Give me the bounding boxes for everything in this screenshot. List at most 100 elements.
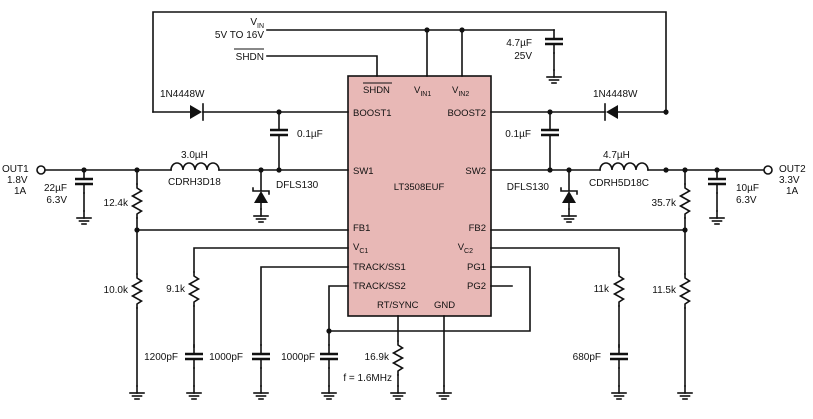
- ground-icon: [76, 210, 92, 225]
- pin-vc1: VC1: [353, 242, 368, 255]
- pin-track-ss1: TRACK/SS1: [353, 262, 406, 273]
- ground-icon: [186, 385, 202, 400]
- pin-gnd: GND: [434, 300, 455, 311]
- resistor-rc-right: [613, 271, 625, 307]
- pin-pg2: PG2: [467, 281, 486, 292]
- pin-sw2: SW2: [465, 166, 486, 177]
- diode-right-icon: [606, 105, 618, 119]
- ground-icon: [253, 208, 269, 223]
- r-left-top-value: 12.4k: [104, 198, 129, 209]
- vin-node-dot: [459, 27, 465, 33]
- inductor-right-icon: [599, 162, 649, 171]
- cout-left-value: 22µF: [44, 183, 67, 194]
- pin-boost2: BOOST2: [447, 108, 486, 119]
- node-dot: [547, 167, 553, 173]
- out1-voltage: 1.8V: [7, 175, 28, 186]
- out1-terminal: [36, 165, 46, 175]
- cc-left-capacitor: [183, 343, 205, 370]
- cout-left-capacitor: [73, 168, 95, 195]
- schottky-right-icon: [562, 191, 576, 203]
- r-right-top-value: 35.7k: [652, 198, 677, 209]
- vc2-wire: [490, 247, 620, 273]
- schottky-right-label: DFLS130: [507, 182, 550, 193]
- rt-value: 16.9k: [365, 352, 390, 363]
- inductor-right-part: CDRH5D18C: [589, 178, 649, 189]
- out1-name: OUT1: [2, 164, 29, 175]
- pin-track-ss2: TRACK/SS2: [353, 281, 406, 292]
- cboost-right-value: 0.1µF: [505, 129, 531, 140]
- ic-part-number: LT3508EUF: [394, 182, 445, 193]
- cc-right-value: 680pF: [573, 352, 601, 363]
- resistor-left-bottom: [131, 273, 143, 309]
- shdn-wire: [266, 55, 378, 77]
- pin-boost1: BOOST1: [353, 108, 392, 119]
- resistor-rc-left: [188, 271, 200, 307]
- track-ss2-wire: [328, 285, 349, 346]
- css-capacitor: [250, 343, 272, 370]
- inductor-right-value: 4.7µH: [603, 150, 630, 161]
- cout-right-capacitor: [706, 168, 728, 195]
- pin-fb1: FB1: [353, 223, 370, 234]
- pin-vin2: VIN2: [452, 85, 469, 98]
- track-ss1-wire: [260, 266, 349, 346]
- ground-icon: [611, 385, 627, 400]
- node-dot: [663, 109, 669, 115]
- cout-left-rating: 6.3V: [46, 195, 67, 206]
- schottky-left-icon: [254, 191, 268, 203]
- rc-right-value: 11k: [594, 284, 610, 295]
- node-dot: [663, 167, 669, 173]
- vin-range: 5V TO 16V: [215, 30, 264, 41]
- cboost-left-value: 0.1µF: [297, 129, 323, 140]
- vin-bus-wire: [152, 11, 667, 115]
- shdn-label: SHDN: [236, 52, 264, 63]
- cc-left-value: 1000pF: [209, 352, 243, 363]
- inductor-left-icon: [170, 162, 220, 171]
- diode-left-icon: [190, 105, 202, 119]
- pin-pg1: PG1: [467, 262, 486, 273]
- rc-left-value: 9.1k: [166, 284, 186, 295]
- vc1-wire: [193, 247, 349, 273]
- ground-icon: [129, 385, 145, 400]
- pin-vin1: VIN1: [414, 85, 431, 98]
- ground-icon: [709, 210, 725, 225]
- diode-left-label: 1N4448W: [160, 89, 205, 100]
- ground-icon: [677, 385, 693, 400]
- diode-right-label: 1N4448W: [593, 89, 638, 100]
- cin-value: 4.7µF: [506, 38, 532, 49]
- inductor-left-part: CDRH3D18: [168, 177, 221, 188]
- vin-node-dot: [424, 27, 430, 33]
- ground-icon: [546, 69, 562, 84]
- pin-sw1: SW1: [353, 166, 374, 177]
- resistor-right-top: [679, 183, 691, 219]
- pin-rt-sync: RT/SYNC: [377, 300, 419, 311]
- out2-terminal: [763, 165, 773, 175]
- resistor-rt: [392, 340, 404, 376]
- vin-label: VIN: [250, 17, 264, 30]
- resistor-left-top: [131, 183, 143, 219]
- cin-rating: 25V: [514, 51, 532, 62]
- pg1-wire: [328, 266, 531, 332]
- pin-vc2: VC2: [458, 242, 473, 255]
- out2-voltage: 3.3V: [779, 175, 800, 186]
- r-right-bottom-value: 11.5k: [652, 285, 677, 296]
- cout-right-value: 10µF: [736, 183, 759, 194]
- node-dot: [276, 167, 282, 173]
- css2-capacitor: [318, 343, 340, 370]
- pin-shdn: SHDN: [363, 85, 390, 96]
- cc-right-capacitor: [608, 343, 630, 370]
- pin-fb2: FB2: [469, 223, 486, 234]
- ground-icon: [436, 385, 452, 400]
- cc2-left-value: 1200pF: [144, 352, 178, 363]
- out2-name: OUT2: [779, 164, 806, 175]
- ground-icon: [253, 385, 269, 400]
- input-capacitor: [543, 28, 565, 55]
- r-left-bottom-value: 10.0k: [104, 285, 129, 296]
- inductor-left-value: 3.0µH: [181, 150, 208, 161]
- ic-body: [347, 75, 492, 317]
- rt-frequency: f = 1.6MHz: [343, 373, 392, 384]
- resistor-right-bottom: [679, 273, 691, 309]
- out1-current: 1A: [14, 186, 27, 197]
- ground-icon: [321, 385, 337, 400]
- ground-icon: [561, 208, 577, 223]
